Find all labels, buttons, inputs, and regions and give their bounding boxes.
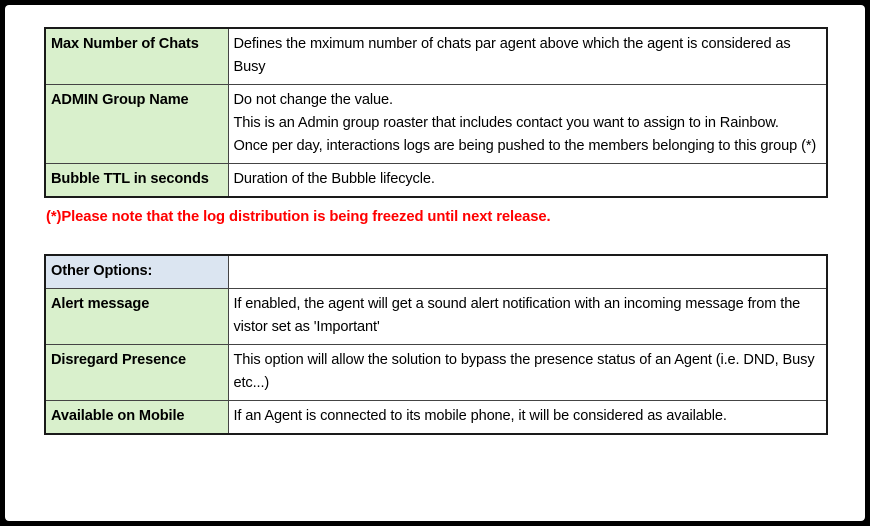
option-label-disregard-presence: Disregard Presence <box>44 344 229 402</box>
option-description-available-on-mobile: If an Agent is connected to its mobile p… <box>227 400 828 435</box>
document-body: Max Number of Chats Defines the mximum n… <box>44 27 828 436</box>
table-row: Bubble TTL in seconds Duration of the Bu… <box>44 163 828 198</box>
section-header-other-options: Other Options: <box>44 254 229 290</box>
option-description-alert-message: If enabled, the agent will get a sound a… <box>227 288 828 346</box>
table-row: Max Number of Chats Defines the mximum n… <box>44 27 828 86</box>
setting-label-max-number-of-chats: Max Number of Chats <box>44 27 229 86</box>
option-description-disregard-presence: This option will allow the solution to b… <box>227 344 828 402</box>
settings-table: Max Number of Chats Defines the mximum n… <box>44 27 828 199</box>
other-options-table: Other Options: Alert message If enabled,… <box>44 253 828 436</box>
page-frame: Max Number of Chats Defines the mximum n… <box>5 5 865 521</box>
table-row: Other Options: <box>44 254 828 290</box>
table-row: ADMIN Group Name Do not change the value… <box>44 84 828 165</box>
table-row: Available on Mobile If an Agent is conne… <box>44 400 828 435</box>
setting-label-admin-group-name: ADMIN Group Name <box>44 84 229 165</box>
section-spacer <box>44 228 826 254</box>
setting-label-bubble-ttl-in-seconds: Bubble TTL in seconds <box>44 163 229 198</box>
table-row: Disregard Presence This option will allo… <box>44 344 828 402</box>
option-label-alert-message: Alert message <box>44 288 229 346</box>
setting-description-bubble-ttl-in-seconds: Duration of the Bubble lifecycle. <box>227 163 828 198</box>
option-label-available-on-mobile: Available on Mobile <box>44 400 229 435</box>
setting-description-admin-group-name: Do not change the value. This is an Admi… <box>227 84 828 165</box>
table-row: Alert message If enabled, the agent will… <box>44 288 828 346</box>
setting-description-max-number-of-chats: Defines the mximum number of chats par a… <box>227 27 828 86</box>
footnote-log-distribution: (*)Please note that the log distribution… <box>46 209 551 226</box>
section-header-other-options-value <box>227 254 828 290</box>
